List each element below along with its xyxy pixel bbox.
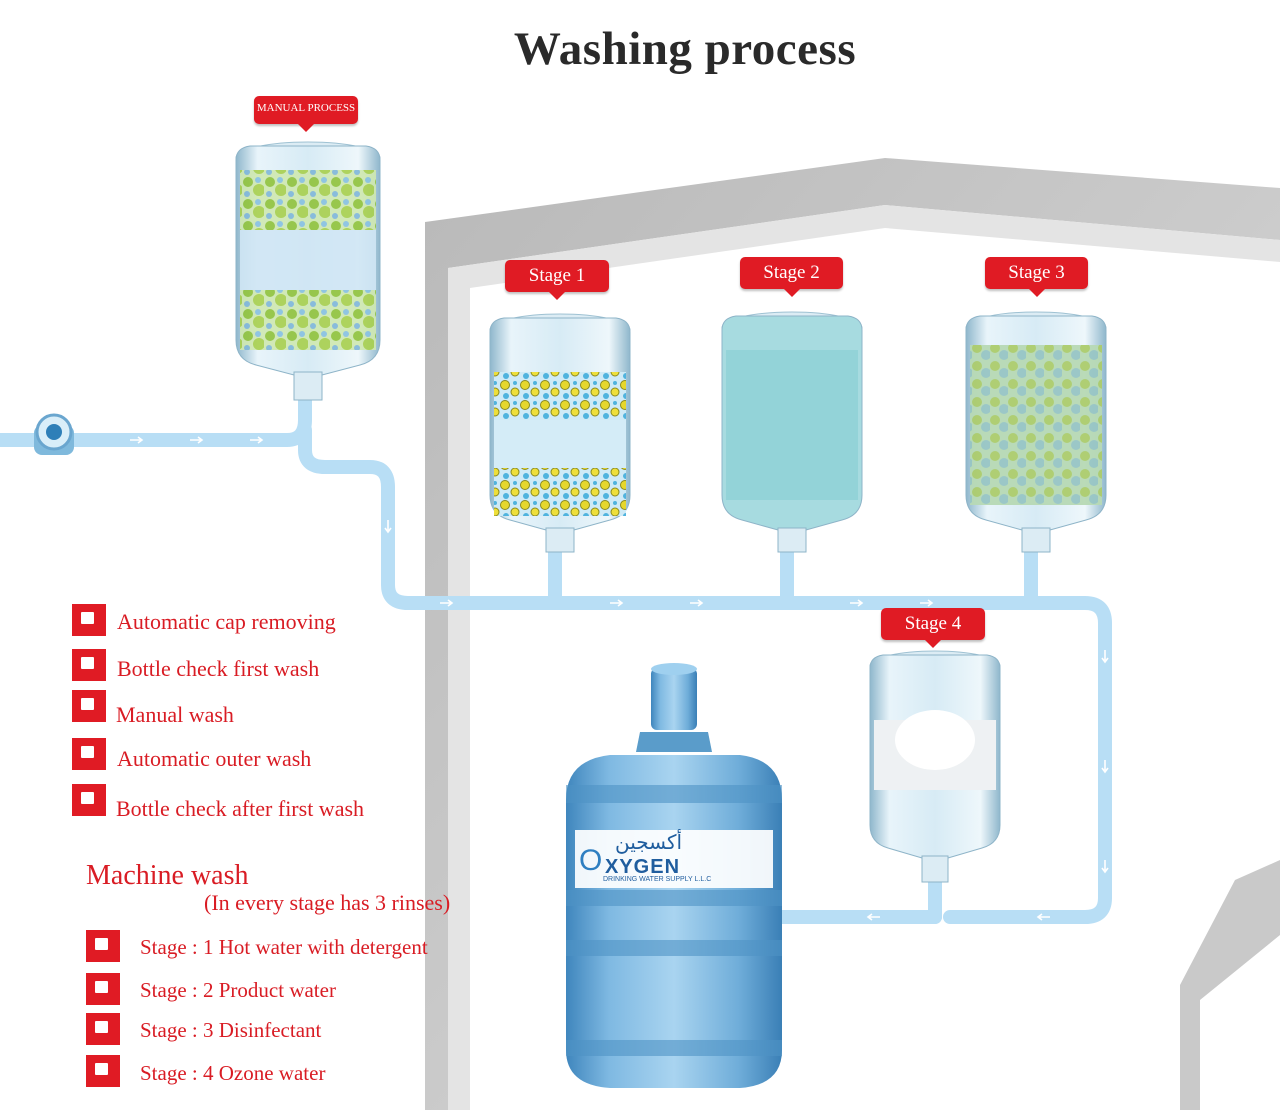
water-pipes bbox=[0, 388, 1112, 924]
stage-checkbox bbox=[86, 1013, 120, 1045]
stage-description: Stage : 4 Ozone water bbox=[140, 1061, 326, 1085]
bottle-label: أكسجين O XYGEN DRINKING WATER SUPPLY L.L… bbox=[575, 830, 773, 888]
bottle-label-initial: O bbox=[579, 844, 603, 877]
step-label: Automatic cap removing bbox=[117, 609, 336, 634]
step-label: Bottle check first wash bbox=[117, 656, 320, 681]
page-title: Washing process bbox=[513, 23, 857, 75]
step-label: Bottle check after first wash bbox=[116, 796, 365, 821]
stage1-tag: Stage 1 bbox=[505, 260, 609, 300]
bottle-label-subtitle: DRINKING WATER SUPPLY L.L.C bbox=[603, 876, 712, 883]
step-checkbox bbox=[72, 604, 106, 636]
facility-wall bbox=[425, 158, 1280, 1110]
stage4-bottle bbox=[869, 650, 1001, 883]
stage2-tag: Stage 2 bbox=[740, 257, 843, 297]
facility-wall-right bbox=[1180, 860, 1280, 1110]
bottle-label-brand: XYGEN bbox=[605, 856, 681, 878]
stage4-tag: Stage 4 bbox=[881, 608, 985, 648]
stage3-bottle bbox=[965, 311, 1107, 553]
step-checkbox bbox=[72, 784, 106, 816]
stage-description: Stage : 1 Hot water with detergent bbox=[140, 935, 428, 959]
bottle-label-arabic: أكسجين bbox=[615, 830, 683, 854]
stage2-bottle bbox=[721, 311, 863, 553]
stage-description: Stage : 3 Disinfectant bbox=[140, 1018, 322, 1042]
stage-checkbox bbox=[86, 1055, 120, 1087]
flow-arrows bbox=[130, 436, 1109, 921]
step-checkbox bbox=[72, 738, 106, 770]
step-checkbox bbox=[72, 690, 106, 722]
stage-checkbox bbox=[86, 930, 120, 962]
oxygen-water-bottle bbox=[566, 663, 782, 1088]
machine-wash-note: (In every stage has 3 rinses) bbox=[204, 890, 451, 915]
stage3-tag: Stage 3 bbox=[985, 257, 1088, 297]
step-checkbox bbox=[72, 649, 106, 681]
main-pipe bbox=[298, 423, 1112, 924]
stage-description: Stage : 2 Product water bbox=[140, 978, 336, 1002]
machine-wash-heading: Machine wash bbox=[86, 860, 249, 891]
step-label: Manual wash bbox=[116, 702, 234, 727]
manual-process-tag: MANUAL PROCESS bbox=[254, 96, 358, 132]
manual-process-bottle bbox=[235, 141, 381, 401]
step-label: Automatic outer wash bbox=[117, 746, 312, 771]
stage1-bottle bbox=[489, 313, 631, 553]
valve-icon bbox=[34, 413, 74, 455]
stage-checkbox bbox=[86, 973, 120, 1005]
